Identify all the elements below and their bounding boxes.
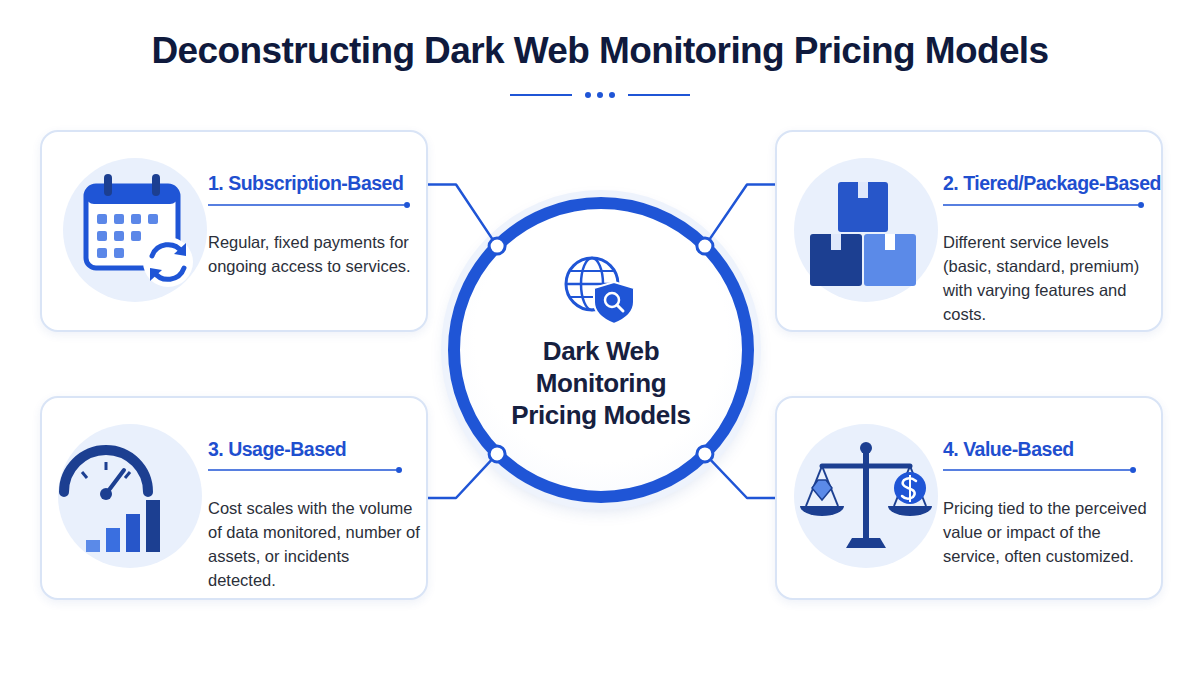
ring-joint xyxy=(697,446,713,462)
diagram-title: Deconstructing Dark Web Monitoring Prici… xyxy=(0,30,1200,72)
title-divider xyxy=(510,92,690,98)
model-heading: 3. Usage-Based xyxy=(208,438,346,461)
model-heading: 4. Value-Based xyxy=(943,438,1074,461)
model-card: 2. Tiered/Package-BasedDifferent service… xyxy=(775,130,1163,332)
model-heading: 1. Subscription-Based xyxy=(208,172,403,195)
ring-joint xyxy=(489,238,505,254)
connector-line xyxy=(428,454,497,498)
model-description: Pricing tied to the perceived value or i… xyxy=(943,496,1155,568)
model-card: 1. Subscription-BasedRegular, fixed paym… xyxy=(40,130,428,332)
hub-circle: Dark Web Monitoring Pricing Models xyxy=(448,197,754,503)
ring-joint xyxy=(489,446,505,462)
model-description: Regular, fixed payments for ongoing acce… xyxy=(208,230,420,278)
model-heading: 2. Tiered/Package-Based xyxy=(943,172,1161,195)
model-description: Different service levels (basic, standar… xyxy=(943,230,1155,326)
model-card: 3. Usage-BasedCost scales with the volum… xyxy=(40,396,428,600)
heading-underline xyxy=(208,202,1144,473)
connector-line xyxy=(705,454,775,498)
package-icon xyxy=(810,182,916,286)
icon-background xyxy=(58,158,938,568)
model-description: Cost scales with the volume of data moni… xyxy=(208,496,420,592)
ring-joint xyxy=(697,238,713,254)
hub-label: Dark Web Monitoring Pricing Models xyxy=(501,335,701,431)
value-scale-icon xyxy=(800,442,932,548)
connector-line xyxy=(428,185,497,247)
calendar-icon xyxy=(86,174,193,287)
model-card: 4. Value-BasedPricing tied to the percei… xyxy=(775,396,1163,600)
connector-line xyxy=(705,185,775,247)
usage-gauge-icon xyxy=(64,450,160,552)
globe-shield-icon xyxy=(566,258,634,324)
